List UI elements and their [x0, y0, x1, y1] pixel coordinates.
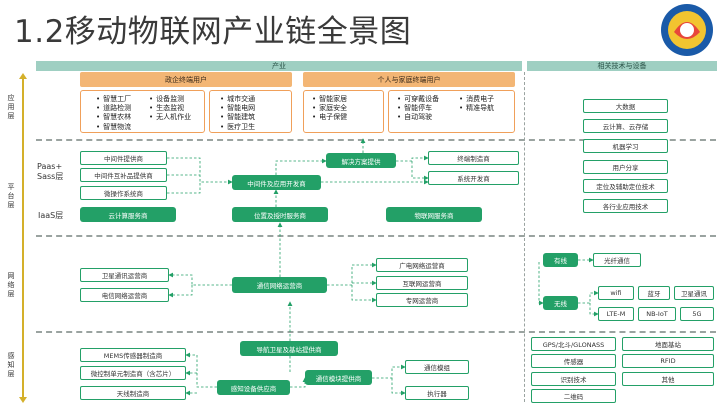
list-item: 智慧农林	[96, 113, 131, 122]
consumer-list-col4: 智能家居 家庭安全 电子保健	[312, 95, 347, 123]
separator-platform-network	[36, 235, 716, 237]
tech-lte-m-box: LTE-M	[598, 307, 634, 321]
list-item: 道路检测	[96, 104, 131, 113]
list-item: 智能家居	[312, 95, 347, 104]
comm-module-provider-box: 通信模块提供商	[305, 370, 372, 385]
tech-industry-apps: 各行业应用技术	[583, 199, 668, 213]
gov-users-title: 政企终端用户	[80, 72, 292, 87]
consumer-group-right: 可穿戴设备 智能停车 自动驾驶 消费电子 精准导航	[388, 90, 515, 133]
terminal-maker-box: 终端制造商	[428, 151, 519, 165]
gov-group-left: 智慧工厂 道路检测 智慧农林 智慧物流 设备监测 生态监视 无人机作业	[80, 90, 205, 133]
tech-rfid-box: RFID	[622, 354, 714, 368]
cloud-service-box: 云计算服务商	[80, 207, 176, 222]
gov-list-col1: 智慧工厂 道路检测 智慧农林 智慧物流	[96, 95, 131, 132]
tech-user-sharing: 用户分享	[583, 160, 668, 174]
tech-fiber-box: 光纤通信	[593, 253, 641, 267]
list-item: 可穿戴设备	[397, 95, 439, 104]
consumer-list-col5: 可穿戴设备 智能停车 自动驾驶	[397, 95, 439, 123]
tech-satcom-box: 卫星通讯	[674, 286, 714, 300]
tech-wireless-box: 无线	[543, 296, 578, 310]
tech-big-data: 大数据	[583, 99, 668, 113]
page-title: 1.2移动物联网产业链全景图	[14, 14, 412, 50]
internet-operator-box: 互联网运营商	[376, 276, 468, 290]
list-item: 医疗卫生	[220, 123, 255, 132]
list-item: 智能电网	[220, 104, 255, 113]
list-item: 城市交通	[220, 95, 255, 104]
tech-gnss-box: GPS/北斗/GLONASS	[531, 337, 616, 351]
actuator-box: 执行器	[405, 386, 469, 400]
separator-network-sensing	[36, 331, 716, 333]
tech-nb-iot-box: NB-IoT	[638, 307, 676, 321]
mcu-maker-box: 微控制单元制造商（含芯片）	[80, 366, 186, 380]
iot-service-box: 物联网服务商	[386, 207, 482, 222]
list-item: 自动驾驶	[397, 113, 439, 122]
tech-recognition-box: 识别技术	[531, 372, 616, 386]
telecom-operator-box: 电信网络运营商	[80, 288, 169, 302]
comm-module-box: 通信模组	[405, 360, 469, 374]
solution-provider-box: 解决方案提供	[326, 153, 396, 168]
list-item: 生态监视	[149, 104, 191, 113]
comm-network-operator-box: 通信网络运营商	[232, 277, 327, 293]
layer-arrow-up-icon	[19, 73, 27, 79]
tech-bluetooth-box: 蓝牙	[638, 286, 670, 300]
separator-app-platform	[36, 139, 716, 141]
list-item: 消费电子	[459, 95, 494, 104]
list-item: 智能建筑	[220, 113, 255, 122]
gov-list-col2: 设备监测 生态监视 无人机作业	[149, 95, 191, 123]
tech-header: 相关技术与设备	[527, 61, 717, 71]
tech-sensor-box: 传感器	[531, 354, 616, 368]
industry-header: 产业	[36, 61, 522, 71]
layer-label-platform: 平台层	[7, 183, 15, 209]
nav-satellite-provider-box: 导航卫星及基站提供商	[240, 341, 338, 356]
separator-industry-tech	[524, 72, 525, 402]
micro-os-box: 微操作系统商	[80, 186, 167, 200]
broadcast-operator-box: 广电网络运营商	[376, 258, 468, 272]
consumer-group-left: 智能家居 家庭安全 电子保健	[303, 90, 384, 133]
system-dev-box: 系统开发商	[428, 171, 519, 185]
satellite-operator-box: 卫星通讯运营商	[80, 268, 169, 282]
tech-qrcode-box: 二维码	[531, 389, 616, 403]
tech-5g-box: 5G	[680, 307, 714, 321]
list-item: 无人机作业	[149, 113, 191, 122]
layer-label-app: 应用层	[7, 94, 15, 120]
school-logo	[661, 4, 713, 56]
consumer-list-col6: 消费电子 精准导航	[459, 95, 494, 113]
list-item: 家庭安全	[312, 104, 347, 113]
list-item: 智慧工厂	[96, 95, 131, 104]
tech-other-box: 其他	[622, 372, 714, 386]
mems-sensor-maker-box: MEMS传感器制造商	[80, 348, 186, 362]
layer-arrow-down-icon	[19, 397, 27, 403]
list-item: 设备监测	[149, 95, 191, 104]
layer-label-network: 网络层	[7, 272, 15, 298]
iaas-label: IaaS层	[38, 211, 64, 220]
middleware-dev-box: 中间件及应用开发商	[232, 175, 321, 190]
list-item: 智能停车	[397, 104, 439, 113]
consumer-users-title: 个人与家庭终端用户	[303, 72, 515, 87]
antenna-maker-box: 天线制造商	[80, 386, 186, 400]
middleware-provider-box: 中间件提供商	[80, 151, 167, 165]
list-item: 电子保健	[312, 113, 347, 122]
middleware-interconnect-box: 中间件互补品提供商	[80, 168, 167, 182]
tech-machine-learning: 机器学习	[583, 139, 668, 153]
gov-list-col3: 城市交通 智能电网 智能建筑 医疗卫生	[220, 95, 255, 132]
layer-label-sensing: 感知层	[7, 352, 15, 378]
list-item: 精准导航	[459, 104, 494, 113]
paas-saas-label: Paas+ Sass层	[37, 162, 64, 181]
tech-ground-station-box: 地面基站	[622, 337, 714, 351]
tech-cloud-computing: 云计算、云存储	[583, 119, 668, 133]
list-item: 智慧物流	[96, 123, 131, 132]
location-service-box: 位置及授时服务商	[232, 207, 328, 222]
tech-wifi-box: wifi	[598, 286, 634, 300]
tech-positioning: 定位及辅助定位技术	[583, 179, 668, 193]
gov-group-right: 城市交通 智能电网 智能建筑 医疗卫生	[209, 90, 292, 133]
tech-wired-box: 有线	[543, 253, 578, 267]
sensing-device-supplier-box: 感知设备供应商	[217, 380, 290, 395]
layer-axis-arrow	[22, 78, 24, 398]
private-network-operator-box: 专网运营商	[376, 293, 468, 307]
